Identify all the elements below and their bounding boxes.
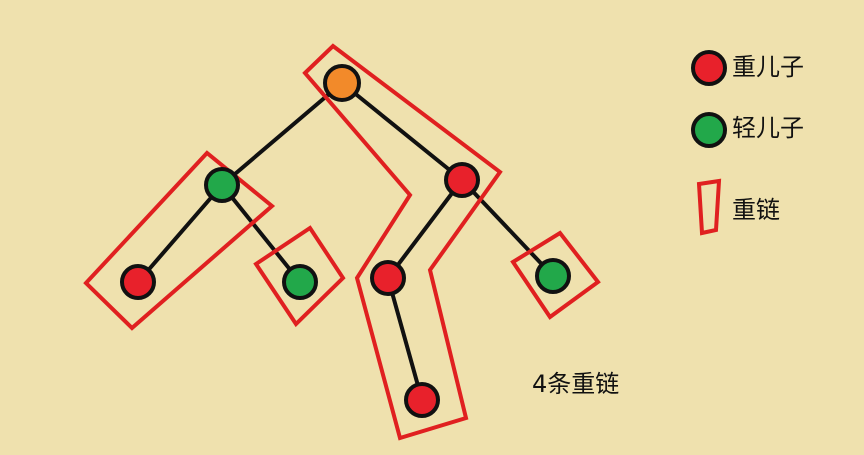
legend (691, 50, 727, 236)
heavy-chain-outline-main (302, 43, 503, 441)
legend-heavy-chain-label: 重链 (732, 196, 780, 224)
heavy-chain-outline-left (83, 150, 276, 331)
tree-edges (136, 81, 555, 402)
node-right-left-heavy (370, 260, 406, 296)
chain-count-caption: 4条重链 (532, 370, 620, 398)
legend-heavy-son-marker (691, 50, 727, 86)
edge-rightleft-child (386, 276, 424, 402)
heavy-chain-outline-left-right (253, 225, 346, 328)
edge-right-rightright (460, 178, 555, 278)
node-right-left-child-heavy (404, 382, 440, 418)
heavy-chain-outlines (83, 43, 601, 441)
edge-root-right (340, 81, 464, 182)
heavy-chain-outline-right-right (510, 230, 601, 320)
node-root (323, 64, 361, 102)
node-left-right-light (282, 264, 318, 300)
legend-light-son-marker (691, 112, 727, 148)
legend-heavy-chain-marker (696, 178, 722, 236)
edge-right-rightleft (386, 178, 464, 280)
node-right-right-light (535, 258, 571, 294)
legend-light-son-label: 轻儿子 (732, 114, 804, 142)
legend-heavy-son-label: 重儿子 (732, 53, 804, 81)
node-right-heavy (444, 162, 480, 198)
edge-left-leftright (220, 183, 302, 284)
node-left-light (204, 167, 240, 203)
node-left-left-heavy (120, 264, 156, 300)
edge-root-left (220, 81, 344, 187)
tree-nodes (120, 64, 571, 418)
edge-left-leftleft (136, 183, 224, 284)
